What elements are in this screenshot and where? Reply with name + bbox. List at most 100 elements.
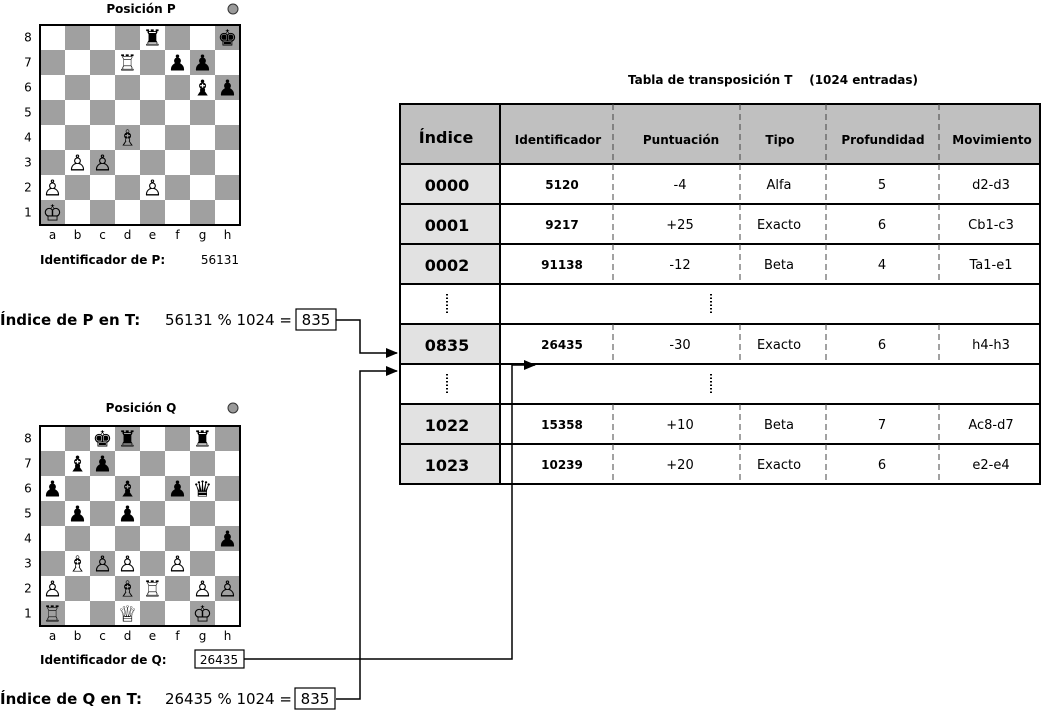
board-square — [190, 576, 215, 601]
identifier-p-label: Identificador de P: — [40, 253, 165, 267]
table-cell-score: -12 — [669, 258, 690, 273]
table-row — [399, 323, 1041, 365]
board-square — [140, 426, 165, 451]
board-square — [190, 150, 215, 175]
table-header-identifier: Identificador — [515, 133, 602, 147]
board-square — [115, 526, 140, 551]
board-square — [215, 451, 240, 476]
table-cell-score: +20 — [666, 458, 693, 473]
board-square — [65, 551, 90, 576]
board-square — [215, 50, 240, 75]
table-index-cell — [401, 165, 499, 203]
board-square — [115, 200, 140, 225]
board-square — [90, 576, 115, 601]
board-square — [65, 601, 90, 626]
board-square — [115, 451, 140, 476]
board-square — [165, 426, 190, 451]
position-p-title: Posición P — [106, 2, 175, 16]
table-header-index: Índice — [419, 128, 474, 147]
rank-label: 6 — [24, 482, 32, 496]
rank-label: 5 — [24, 106, 32, 120]
table-cell-id: 10239 — [541, 458, 583, 472]
board-square — [165, 451, 190, 476]
board-square — [165, 125, 190, 150]
board-square — [165, 551, 190, 576]
board-square — [40, 100, 65, 125]
arrow-q-identifier-to-row — [244, 360, 536, 660]
chess-piece-icon: ♙ — [143, 177, 163, 202]
file-label: f — [175, 228, 180, 242]
table-row — [399, 163, 1041, 205]
file-label: a — [49, 228, 56, 242]
chess-piece-icon: ♗ — [118, 127, 138, 152]
board-square — [65, 50, 90, 75]
rank-label: 8 — [24, 432, 32, 446]
file-label: g — [199, 629, 207, 643]
table-header-depth: Profundidad — [841, 133, 924, 147]
board-square — [90, 501, 115, 526]
index-q-formula: 26435 % 1024 = — [165, 690, 292, 708]
file-label: g — [199, 228, 207, 242]
table-cell-depth: 6 — [878, 458, 886, 473]
board-square — [140, 50, 165, 75]
board-square — [65, 200, 90, 225]
board-square — [40, 75, 65, 100]
board-square — [115, 576, 140, 601]
board-square — [165, 526, 190, 551]
table-cell-index: 1023 — [425, 456, 470, 475]
chess-piece-icon: ♙ — [93, 152, 113, 177]
board-square — [65, 125, 90, 150]
chess-piece-icon: ♟ — [43, 478, 63, 503]
board-square — [40, 150, 65, 175]
board-square — [140, 576, 165, 601]
board-square — [190, 501, 215, 526]
board-square — [165, 501, 190, 526]
file-label: e — [149, 228, 156, 242]
board-square — [165, 100, 190, 125]
chess-piece-icon: ♚ — [93, 428, 113, 453]
table-index-cell — [401, 445, 499, 483]
chess-piece-icon: ♝ — [68, 453, 88, 478]
chess-piece-icon: ♔ — [43, 202, 63, 227]
board-square — [40, 200, 65, 225]
index-q-label: Índice de Q en T: — [0, 689, 142, 708]
table-cell-type: Beta — [764, 258, 794, 273]
table-ellipsis-row — [399, 363, 1041, 405]
chess-piece-icon: ♔ — [193, 603, 213, 628]
board-square — [190, 526, 215, 551]
arrow-q-index-to-row — [336, 366, 398, 700]
rank-label: 3 — [24, 557, 32, 571]
board-square — [65, 100, 90, 125]
identifier-p-value: 56131 — [201, 253, 239, 267]
board-square — [90, 25, 115, 50]
board-square — [190, 476, 215, 501]
file-label: b — [74, 228, 82, 242]
chess-piece-icon: ♟ — [68, 503, 88, 528]
board-square — [40, 175, 65, 200]
board-square — [90, 200, 115, 225]
board-border — [39, 24, 241, 226]
table-cell-type: Alfa — [766, 178, 791, 193]
file-label: e — [149, 629, 156, 643]
table-cell-score: +10 — [666, 418, 693, 433]
board-square — [115, 25, 140, 50]
board-square — [190, 75, 215, 100]
rank-label: 1 — [24, 206, 32, 220]
table-cell-id: 5120 — [545, 178, 578, 192]
file-label: f — [175, 629, 180, 643]
chess-piece-icon: ♙ — [93, 553, 113, 578]
board-square — [215, 100, 240, 125]
board-square — [215, 25, 240, 50]
board-square — [165, 25, 190, 50]
chess-piece-icon: ♖ — [143, 578, 163, 603]
board-square — [65, 25, 90, 50]
table-cell-score: -4 — [674, 178, 687, 193]
table-index-cell — [401, 205, 499, 243]
chess-piece-icon: ♙ — [43, 177, 63, 202]
table-cell-id: 15358 — [541, 418, 583, 432]
table-cell-score: +25 — [666, 218, 693, 233]
board-square — [40, 25, 65, 50]
